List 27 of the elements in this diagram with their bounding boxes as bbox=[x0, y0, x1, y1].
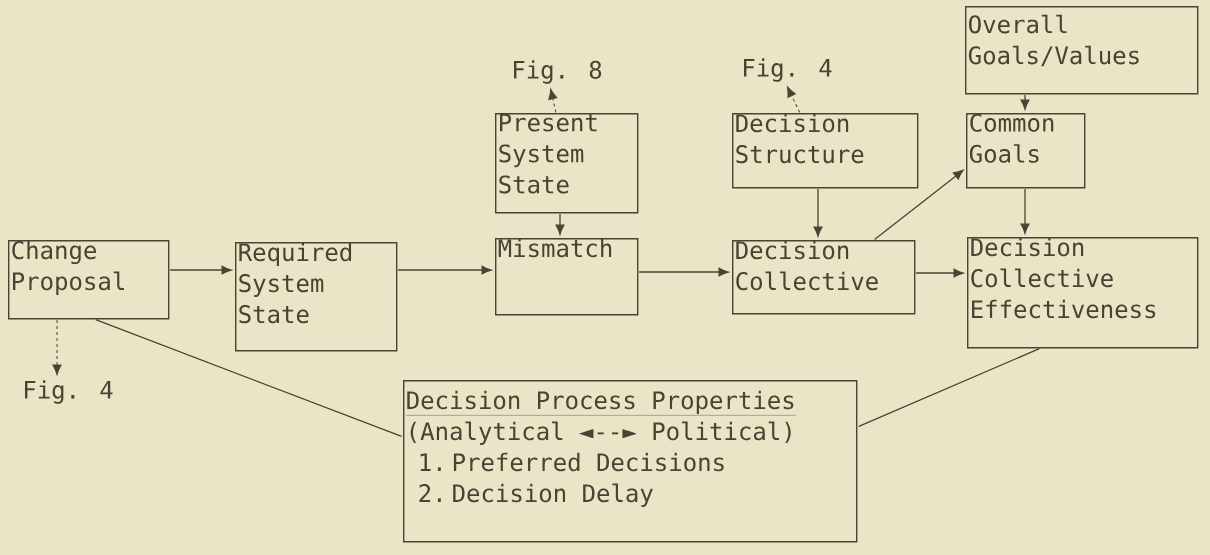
leader-line bbox=[95, 319, 403, 438]
figure-reference: Fig. 4 bbox=[25, 380, 113, 404]
arrow bbox=[1020, 94, 1030, 110]
process-box: Overall Goals/Values bbox=[965, 6, 1199, 95]
arrow bbox=[555, 213, 565, 235]
leader-line bbox=[858, 348, 1040, 428]
process-box: Present System State bbox=[495, 113, 639, 214]
process-box: Decision Collective bbox=[732, 240, 916, 315]
figure-reference: Fig. 8 bbox=[514, 60, 602, 84]
figure-reference: Fig. 4 bbox=[744, 58, 832, 82]
arrow bbox=[52, 319, 62, 376]
arrow bbox=[873, 169, 964, 241]
process-box: Change Proposal bbox=[8, 240, 170, 320]
process-box: Required System State bbox=[235, 242, 398, 352]
arrow bbox=[397, 265, 492, 275]
arrow bbox=[786, 86, 801, 113]
arrow bbox=[813, 188, 823, 237]
process-box: Decision Collective Effectiveness bbox=[967, 237, 1199, 349]
properties-box: Decision Process Properties (Analytical ◄--► Political) 1. Preferred Decisions 2. Decision Delay bbox=[403, 380, 858, 543]
arrow bbox=[1020, 188, 1030, 234]
process-box: Mismatch bbox=[495, 238, 639, 316]
process-box: Decision Structure bbox=[732, 113, 919, 189]
process-box: Common Goals bbox=[966, 113, 1086, 189]
arrow bbox=[638, 267, 729, 277]
arrow bbox=[915, 268, 964, 278]
arrow bbox=[169, 265, 232, 275]
arrow bbox=[548, 88, 558, 113]
